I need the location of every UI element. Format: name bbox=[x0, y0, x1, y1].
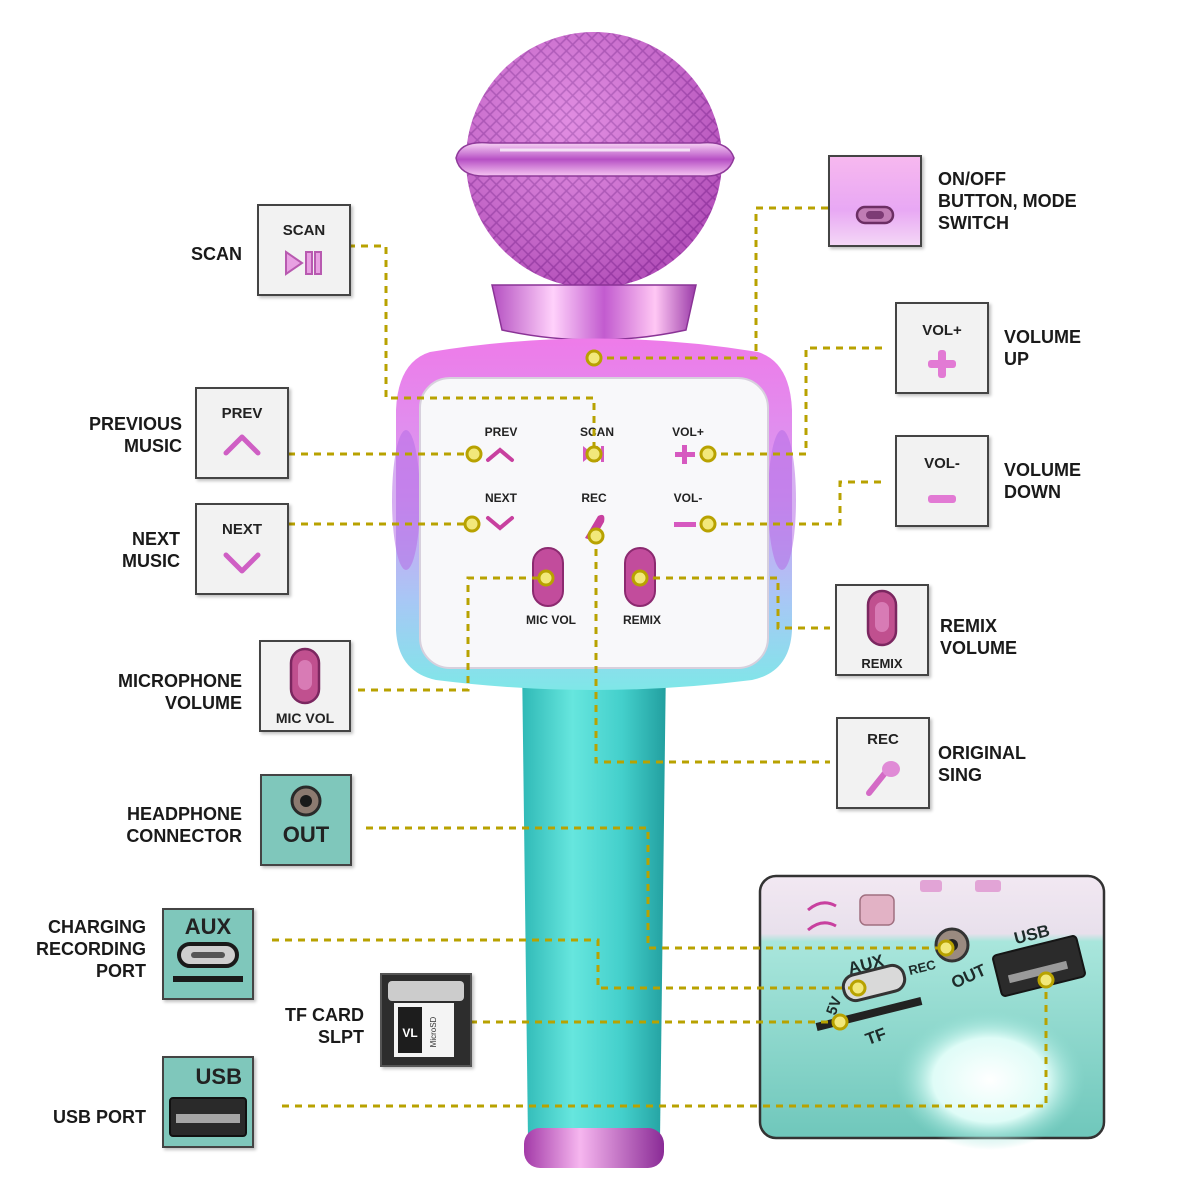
leader-rec bbox=[594, 536, 830, 764]
leader-aux bbox=[272, 938, 858, 990]
usb-a-port-icon bbox=[169, 1097, 247, 1137]
label-remix-volume: REMIX VOLUME bbox=[940, 616, 1018, 658]
label-charging-recording-port: CHARGING RECORDING PORT bbox=[35, 917, 146, 981]
label-microphone-volume: MICROPHONE VOLUME bbox=[117, 671, 242, 713]
face-next-text: NEXT bbox=[485, 491, 518, 505]
marker-aux bbox=[849, 979, 867, 997]
marker-remix bbox=[631, 569, 649, 587]
marker-next bbox=[463, 515, 481, 533]
chevron-up-icon bbox=[223, 434, 261, 456]
label-volume-up: VOLUME UP bbox=[1004, 327, 1082, 369]
minus-icon bbox=[674, 522, 696, 527]
leader-scan bbox=[348, 244, 596, 454]
port-closeup-inset: USB OUT REC AUX 5V TF bbox=[758, 874, 1106, 1150]
vol-down-tile-caption: VOL- bbox=[924, 455, 960, 472]
mic-neck bbox=[491, 284, 697, 341]
face-volup-text: VOL+ bbox=[672, 425, 704, 439]
scan-tile-caption: SCAN bbox=[282, 222, 326, 239]
next-tile-caption: NEXT bbox=[221, 521, 262, 538]
slider-icon bbox=[866, 589, 898, 647]
face-prev-text: PREV bbox=[485, 425, 518, 439]
marker-rec bbox=[587, 527, 605, 545]
marker-volup bbox=[699, 445, 717, 463]
remix-tile: REMIX bbox=[835, 584, 929, 676]
marker-tf bbox=[831, 1013, 849, 1031]
rec-tile: REC bbox=[836, 717, 930, 809]
label-on-off: ON/OFF BUTTON, MODE SWITCH bbox=[938, 169, 1077, 233]
leader-usb bbox=[282, 980, 1048, 1108]
prev-up-icon bbox=[486, 447, 514, 462]
marker-usb bbox=[1037, 971, 1055, 989]
tf-card-tile: VL MicroSD bbox=[380, 973, 472, 1067]
leader-headphone bbox=[366, 826, 946, 950]
usb-tile: USB bbox=[162, 1056, 254, 1148]
leader-onoff bbox=[594, 206, 828, 360]
face-scan-text: SCAN bbox=[580, 425, 614, 439]
vol-down-tile: VOL- bbox=[895, 435, 989, 527]
out-tile: OUT bbox=[260, 774, 352, 866]
leader-remix bbox=[640, 576, 830, 630]
plus-icon bbox=[928, 350, 956, 378]
next-tile: NEXT bbox=[195, 503, 289, 595]
usb-c-port-icon bbox=[173, 942, 243, 982]
marker-out bbox=[937, 939, 955, 957]
scan-tile: SCAN bbox=[257, 204, 351, 296]
inset-rec-text: REC bbox=[907, 957, 938, 978]
toggle-switch-icon bbox=[855, 205, 895, 225]
leader-voldown bbox=[708, 480, 886, 526]
prev-tile-caption: PREV bbox=[221, 405, 263, 422]
label-next-music: NEXT MUSIC bbox=[122, 529, 180, 571]
marker-scan bbox=[585, 445, 603, 463]
mic-handle bbox=[522, 660, 666, 1168]
aux-tile: AUX bbox=[162, 908, 254, 1000]
vol-up-tile: VOL+ bbox=[895, 302, 989, 394]
face-micvol-text: MIC VOL bbox=[526, 613, 576, 627]
minus-icon bbox=[928, 495, 956, 503]
chevron-down-icon bbox=[223, 552, 261, 574]
vol-up-tile-caption: VOL+ bbox=[922, 322, 962, 339]
face-remix-text: REMIX bbox=[623, 613, 661, 627]
label-scan: SCAN bbox=[190, 244, 242, 264]
mic-vol-tile: MIC VOL bbox=[259, 640, 351, 732]
label-tf-card-slot: TF CARD SLPT bbox=[285, 1005, 364, 1047]
marker-mic-vol bbox=[537, 569, 555, 587]
aux-tile-caption: AUX bbox=[184, 914, 232, 939]
microsd-card-icon: VL MicroSD bbox=[388, 981, 464, 1057]
remix-tile-caption: REMIX bbox=[861, 656, 903, 671]
leader-lines bbox=[272, 206, 1048, 1108]
label-original-sing: ORIGINAL SING bbox=[938, 743, 1026, 785]
marker-onoff bbox=[585, 349, 603, 367]
rec-tile-caption: REC bbox=[867, 731, 899, 748]
on-off-tile bbox=[828, 155, 922, 247]
mic-head bbox=[455, 32, 735, 288]
sd-card-brand: VL bbox=[402, 1026, 417, 1040]
face-rec-text: REC bbox=[581, 491, 607, 505]
label-usb-port: USB PORT bbox=[52, 1107, 146, 1127]
marker-prev bbox=[465, 445, 483, 463]
headphone-jack-icon bbox=[290, 785, 322, 817]
out-tile-caption: OUT bbox=[282, 822, 330, 847]
slider-icon bbox=[289, 647, 321, 705]
prev-tile: PREV bbox=[195, 387, 289, 479]
next-down-icon bbox=[486, 516, 514, 531]
microphone-icon bbox=[866, 761, 900, 796]
label-volume-down: VOLUME DOWN bbox=[1004, 460, 1082, 502]
inset-5v-text: 5V bbox=[823, 994, 845, 1017]
plus-icon bbox=[675, 445, 695, 464]
label-headphone-connector: HEADPHONE CONNECTOR bbox=[126, 804, 242, 846]
play-pause-icon bbox=[285, 250, 322, 276]
mic-vol-tile-caption: MIC VOL bbox=[275, 710, 335, 726]
marker-voldown bbox=[699, 515, 717, 533]
usb-tile-caption: USB bbox=[195, 1064, 242, 1089]
face-voldown-text: VOL- bbox=[674, 491, 703, 505]
callout-markers bbox=[463, 349, 1055, 1031]
sd-card-text: MicroSD bbox=[429, 1016, 438, 1047]
label-previous-music: PREVIOUS MUSIC bbox=[88, 414, 182, 456]
leader-mic-vol bbox=[358, 576, 546, 692]
